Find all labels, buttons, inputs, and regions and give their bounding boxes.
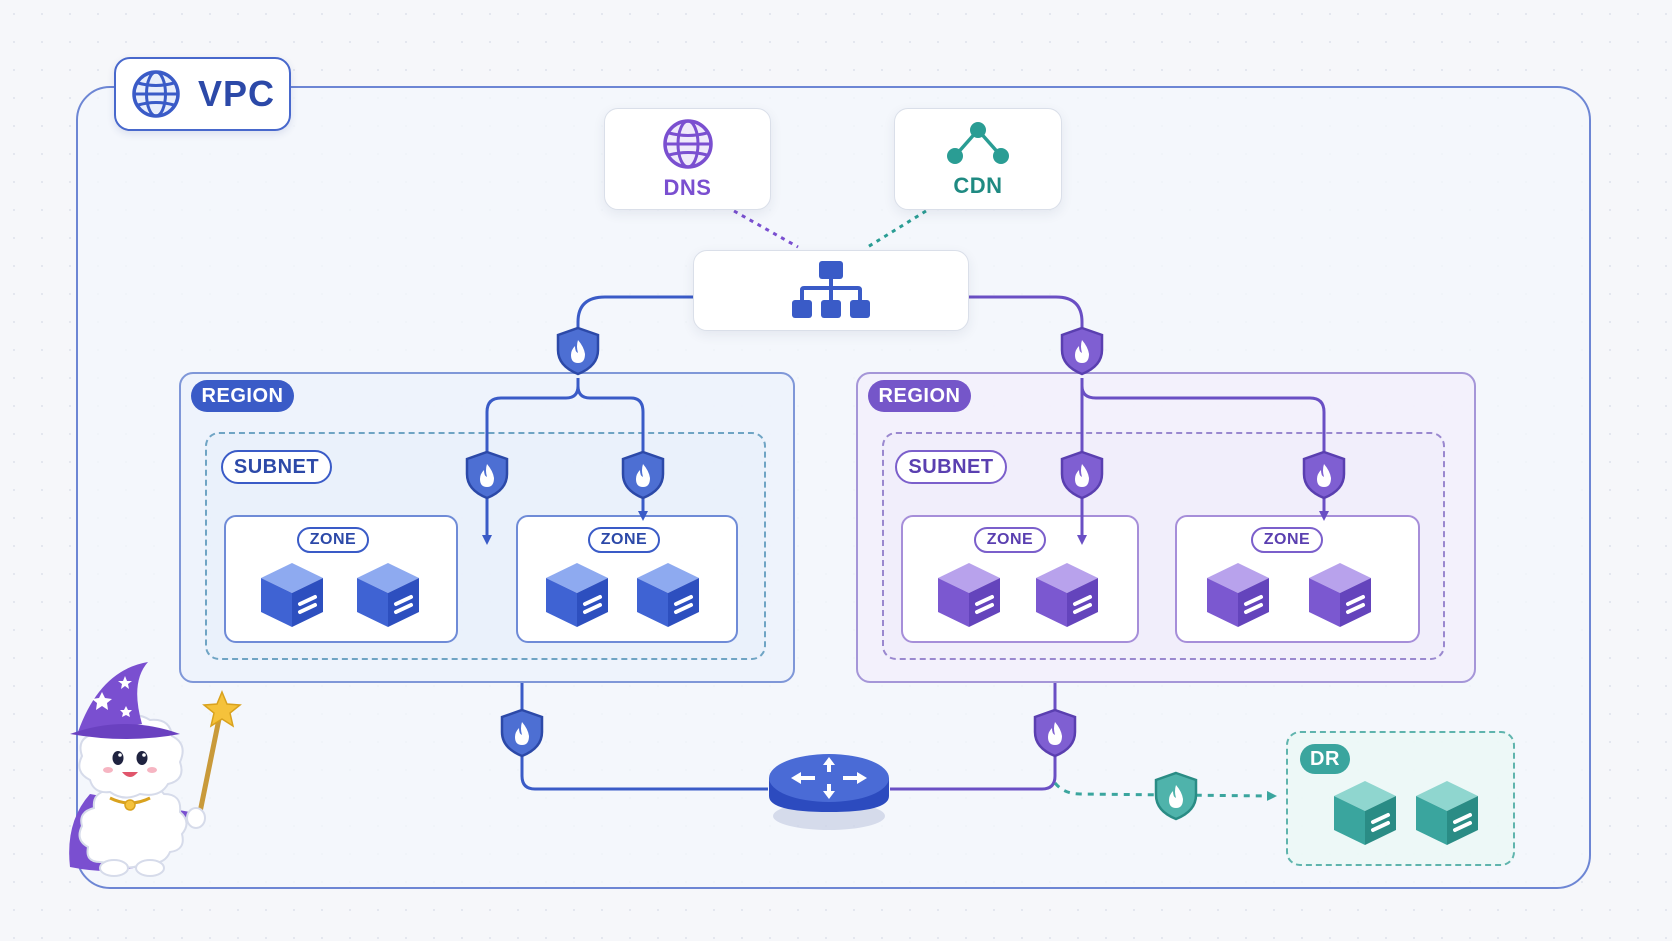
zone-2b-label: ZONE	[1251, 527, 1323, 553]
server-cube-icon	[938, 563, 1000, 627]
region-1-branch-right	[576, 385, 648, 521]
network-nodes-icon	[947, 122, 1009, 164]
server-cube-icon	[357, 563, 419, 627]
cdn-card[interactable]: CDN	[894, 108, 1062, 210]
region-1-to-router	[520, 683, 768, 791]
load-balancer[interactable]	[693, 250, 969, 331]
router-icon[interactable]	[763, 746, 895, 836]
server-cube-icon	[1334, 781, 1396, 845]
server-cube-icon	[637, 563, 699, 627]
globe-icon	[132, 70, 180, 118]
firewall-shield-icon	[1154, 771, 1198, 821]
zone-1a-label: ZONE	[297, 527, 369, 553]
subnet-1-label: SUBNET	[221, 450, 332, 484]
lb-to-region-1	[576, 295, 693, 352]
server-cube-icon	[1309, 563, 1371, 627]
dns-label: DNS	[663, 175, 712, 200]
dr-link	[1053, 782, 1277, 801]
globe-icon	[662, 119, 713, 169]
subnet-2-label: SUBNET	[895, 450, 1007, 484]
zone-1b-label: ZONE	[588, 527, 660, 553]
hierarchy-icon	[792, 260, 870, 318]
cdn-label: CDN	[953, 173, 1003, 198]
dr-label: DR	[1300, 744, 1350, 774]
wizard-cloud-mascot	[69, 662, 242, 877]
firewall-shield-icon	[621, 450, 665, 500]
lb-to-region-2	[969, 295, 1084, 352]
firewall-shield-icon	[465, 450, 509, 500]
server-cube-icon	[261, 563, 323, 627]
dns-link	[733, 209, 799, 249]
firewall-shield-icon	[1302, 450, 1346, 500]
firewall-shield-icon	[556, 326, 600, 376]
vpc-label-text: VPC	[197, 73, 276, 114]
region-1-label: REGION	[191, 380, 294, 412]
region-2-to-router	[890, 683, 1057, 791]
server-cube-icon	[1207, 563, 1269, 627]
server-cube-icon	[1036, 563, 1098, 627]
vpc-label: VPC	[114, 57, 291, 131]
firewall-shield-icon	[1060, 326, 1104, 376]
firewall-shield-icon	[1033, 708, 1077, 758]
zone-2a-label: ZONE	[974, 527, 1046, 553]
server-cube-icon	[546, 563, 608, 627]
region-2-label: REGION	[868, 380, 971, 412]
region-2-branch-right	[1080, 385, 1329, 521]
dns-card[interactable]: DNS	[604, 108, 771, 210]
firewall-shield-icon	[1060, 450, 1104, 500]
firewall-shield-icon	[500, 708, 544, 758]
server-cube-icon	[1416, 781, 1478, 845]
cdn-link	[865, 209, 927, 250]
